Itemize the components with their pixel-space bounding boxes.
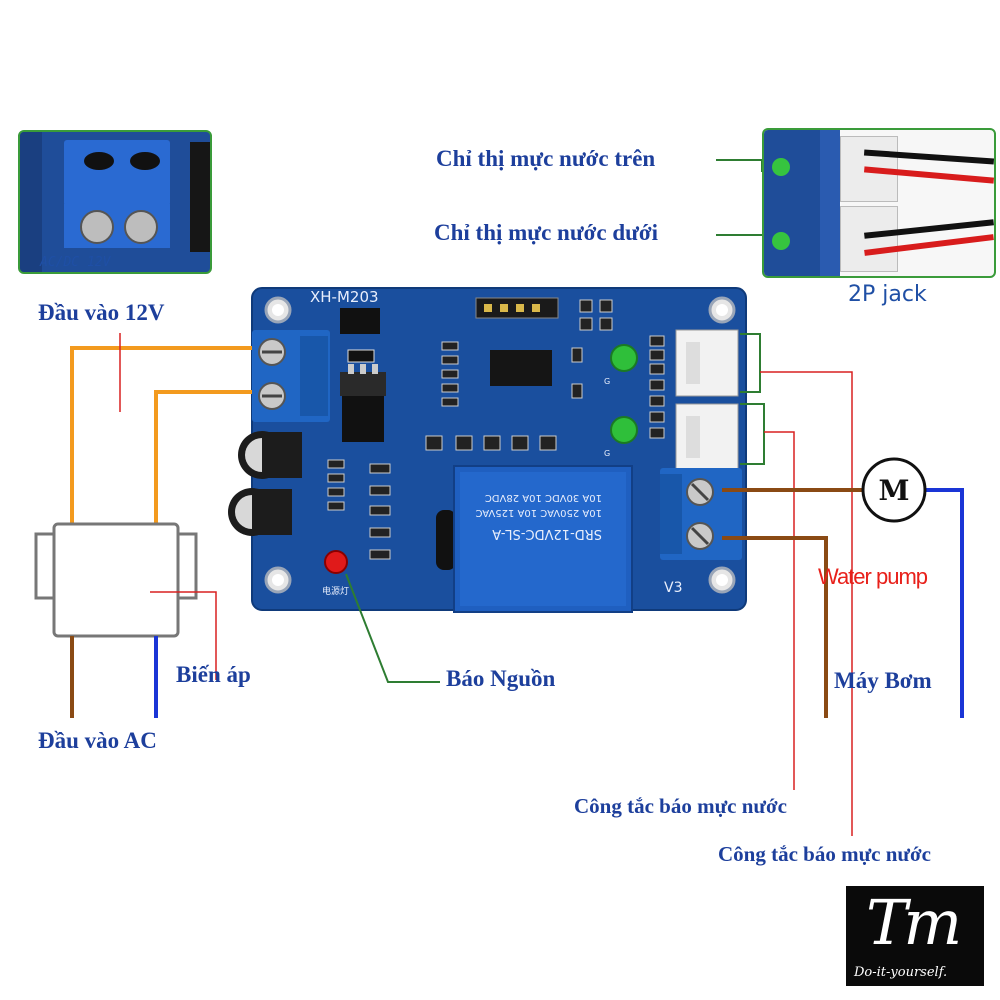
relay xyxy=(453,465,633,613)
label-ac-input: Đầu vào AC xyxy=(38,728,157,753)
label-upper-level-indicator: Chỉ thị mực nước trên xyxy=(436,146,656,171)
jack-2p-caption: 2P jack xyxy=(848,282,927,307)
level-leds xyxy=(610,344,638,444)
power-led xyxy=(324,550,348,574)
sensor-jacks xyxy=(675,329,739,471)
logo-tagline: Do-it-yourself. xyxy=(854,965,948,980)
output-terminal-block xyxy=(660,468,742,560)
svg-text:10A 30VDC 10A 28VDC: 10A 30VDC 10A 28VDC xyxy=(485,492,602,503)
label-level-switch-2: Công tắc báo mực nước xyxy=(718,842,931,866)
ic-u2 xyxy=(490,350,552,386)
bridge-rectifier-bd1 xyxy=(340,308,380,334)
svg-text:G: G xyxy=(604,449,610,458)
brand-logo: Tm Do-it-yourself. xyxy=(846,886,984,986)
inset-leds-jack xyxy=(762,128,996,278)
board-model-label: XH-M203 xyxy=(310,288,379,306)
label-lower-level-indicator: Chỉ thị mực nước dưới xyxy=(434,220,659,245)
electrolytic-capacitors xyxy=(228,431,302,536)
board-version-label: V3 xyxy=(664,580,682,596)
smd-components xyxy=(327,299,665,560)
svg-text:SRD-12VDC-SL-A: SRD-12VDC-SL-A xyxy=(492,526,602,541)
acdc-12v-caption: AC/DC 12V xyxy=(40,255,111,270)
wire-12v-input xyxy=(70,346,252,528)
diode-d1 xyxy=(436,510,456,570)
mounting-holes xyxy=(264,296,736,594)
inset-terminal-block xyxy=(18,130,212,274)
label-water-pump: Water pump xyxy=(818,564,928,589)
label-level-switch-1: Công tắc báo mực nước xyxy=(574,794,787,818)
logo-mark: Tm xyxy=(866,886,962,959)
power-led-label: 电源灯 xyxy=(322,585,349,597)
label-power-indicator: Báo Nguồn xyxy=(446,666,556,691)
svg-text:G: G xyxy=(604,377,610,386)
input-terminal-block xyxy=(252,330,330,422)
transformer xyxy=(34,522,198,638)
label-pump: Máy Bơm xyxy=(834,668,932,693)
svg-text:M: M xyxy=(879,474,910,507)
wire-pump-brown-bottom xyxy=(722,536,828,718)
relay-text: SRD-12VDC-SL-A 10A 250VAC 10A 125VAC 10A… xyxy=(475,492,602,541)
voltage-regulator-u1 xyxy=(340,364,386,442)
label-input-12v: Đầu vào 12V xyxy=(38,300,165,325)
wire-pump-blue xyxy=(926,488,964,718)
label-transformer: Biến áp xyxy=(176,662,251,687)
svg-text:10A 250VAC 10A 125VAC: 10A 250VAC 10A 125VAC xyxy=(475,507,602,518)
motor-symbol: M xyxy=(861,457,927,523)
